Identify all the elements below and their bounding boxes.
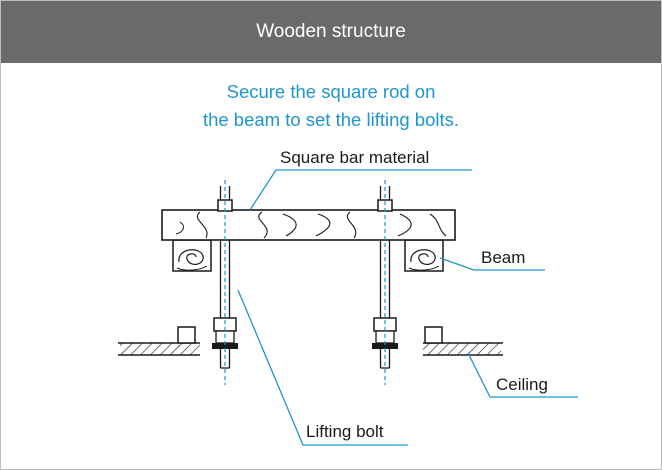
leader-lifting-bolt bbox=[237, 289, 408, 446]
leader-beam bbox=[439, 257, 545, 271]
label-ceiling: Ceiling bbox=[496, 375, 548, 394]
instruction-line-1: Secure the square rod on bbox=[226, 81, 436, 102]
ceiling-left bbox=[118, 326, 200, 356]
beam-right bbox=[404, 239, 444, 272]
label-lifting-bolt: Lifting bolt bbox=[306, 422, 384, 441]
ceiling-right bbox=[423, 326, 503, 356]
label-square-bar: Square bar material bbox=[280, 148, 429, 167]
instruction-text: Secure the square rod on the beam to set… bbox=[1, 78, 661, 134]
leader-square-bar bbox=[249, 169, 472, 211]
header-title: Wooden structure bbox=[256, 21, 406, 42]
label-beam: Beam bbox=[481, 248, 525, 267]
beam-left bbox=[172, 239, 212, 272]
leader-ceiling bbox=[467, 352, 578, 398]
lifting-bolt-right bbox=[372, 186, 398, 369]
instruction-line-2: the beam to set the lifting bolts. bbox=[202, 109, 460, 130]
square-bar bbox=[161, 209, 456, 241]
header-bar: Wooden structure bbox=[1, 1, 661, 63]
